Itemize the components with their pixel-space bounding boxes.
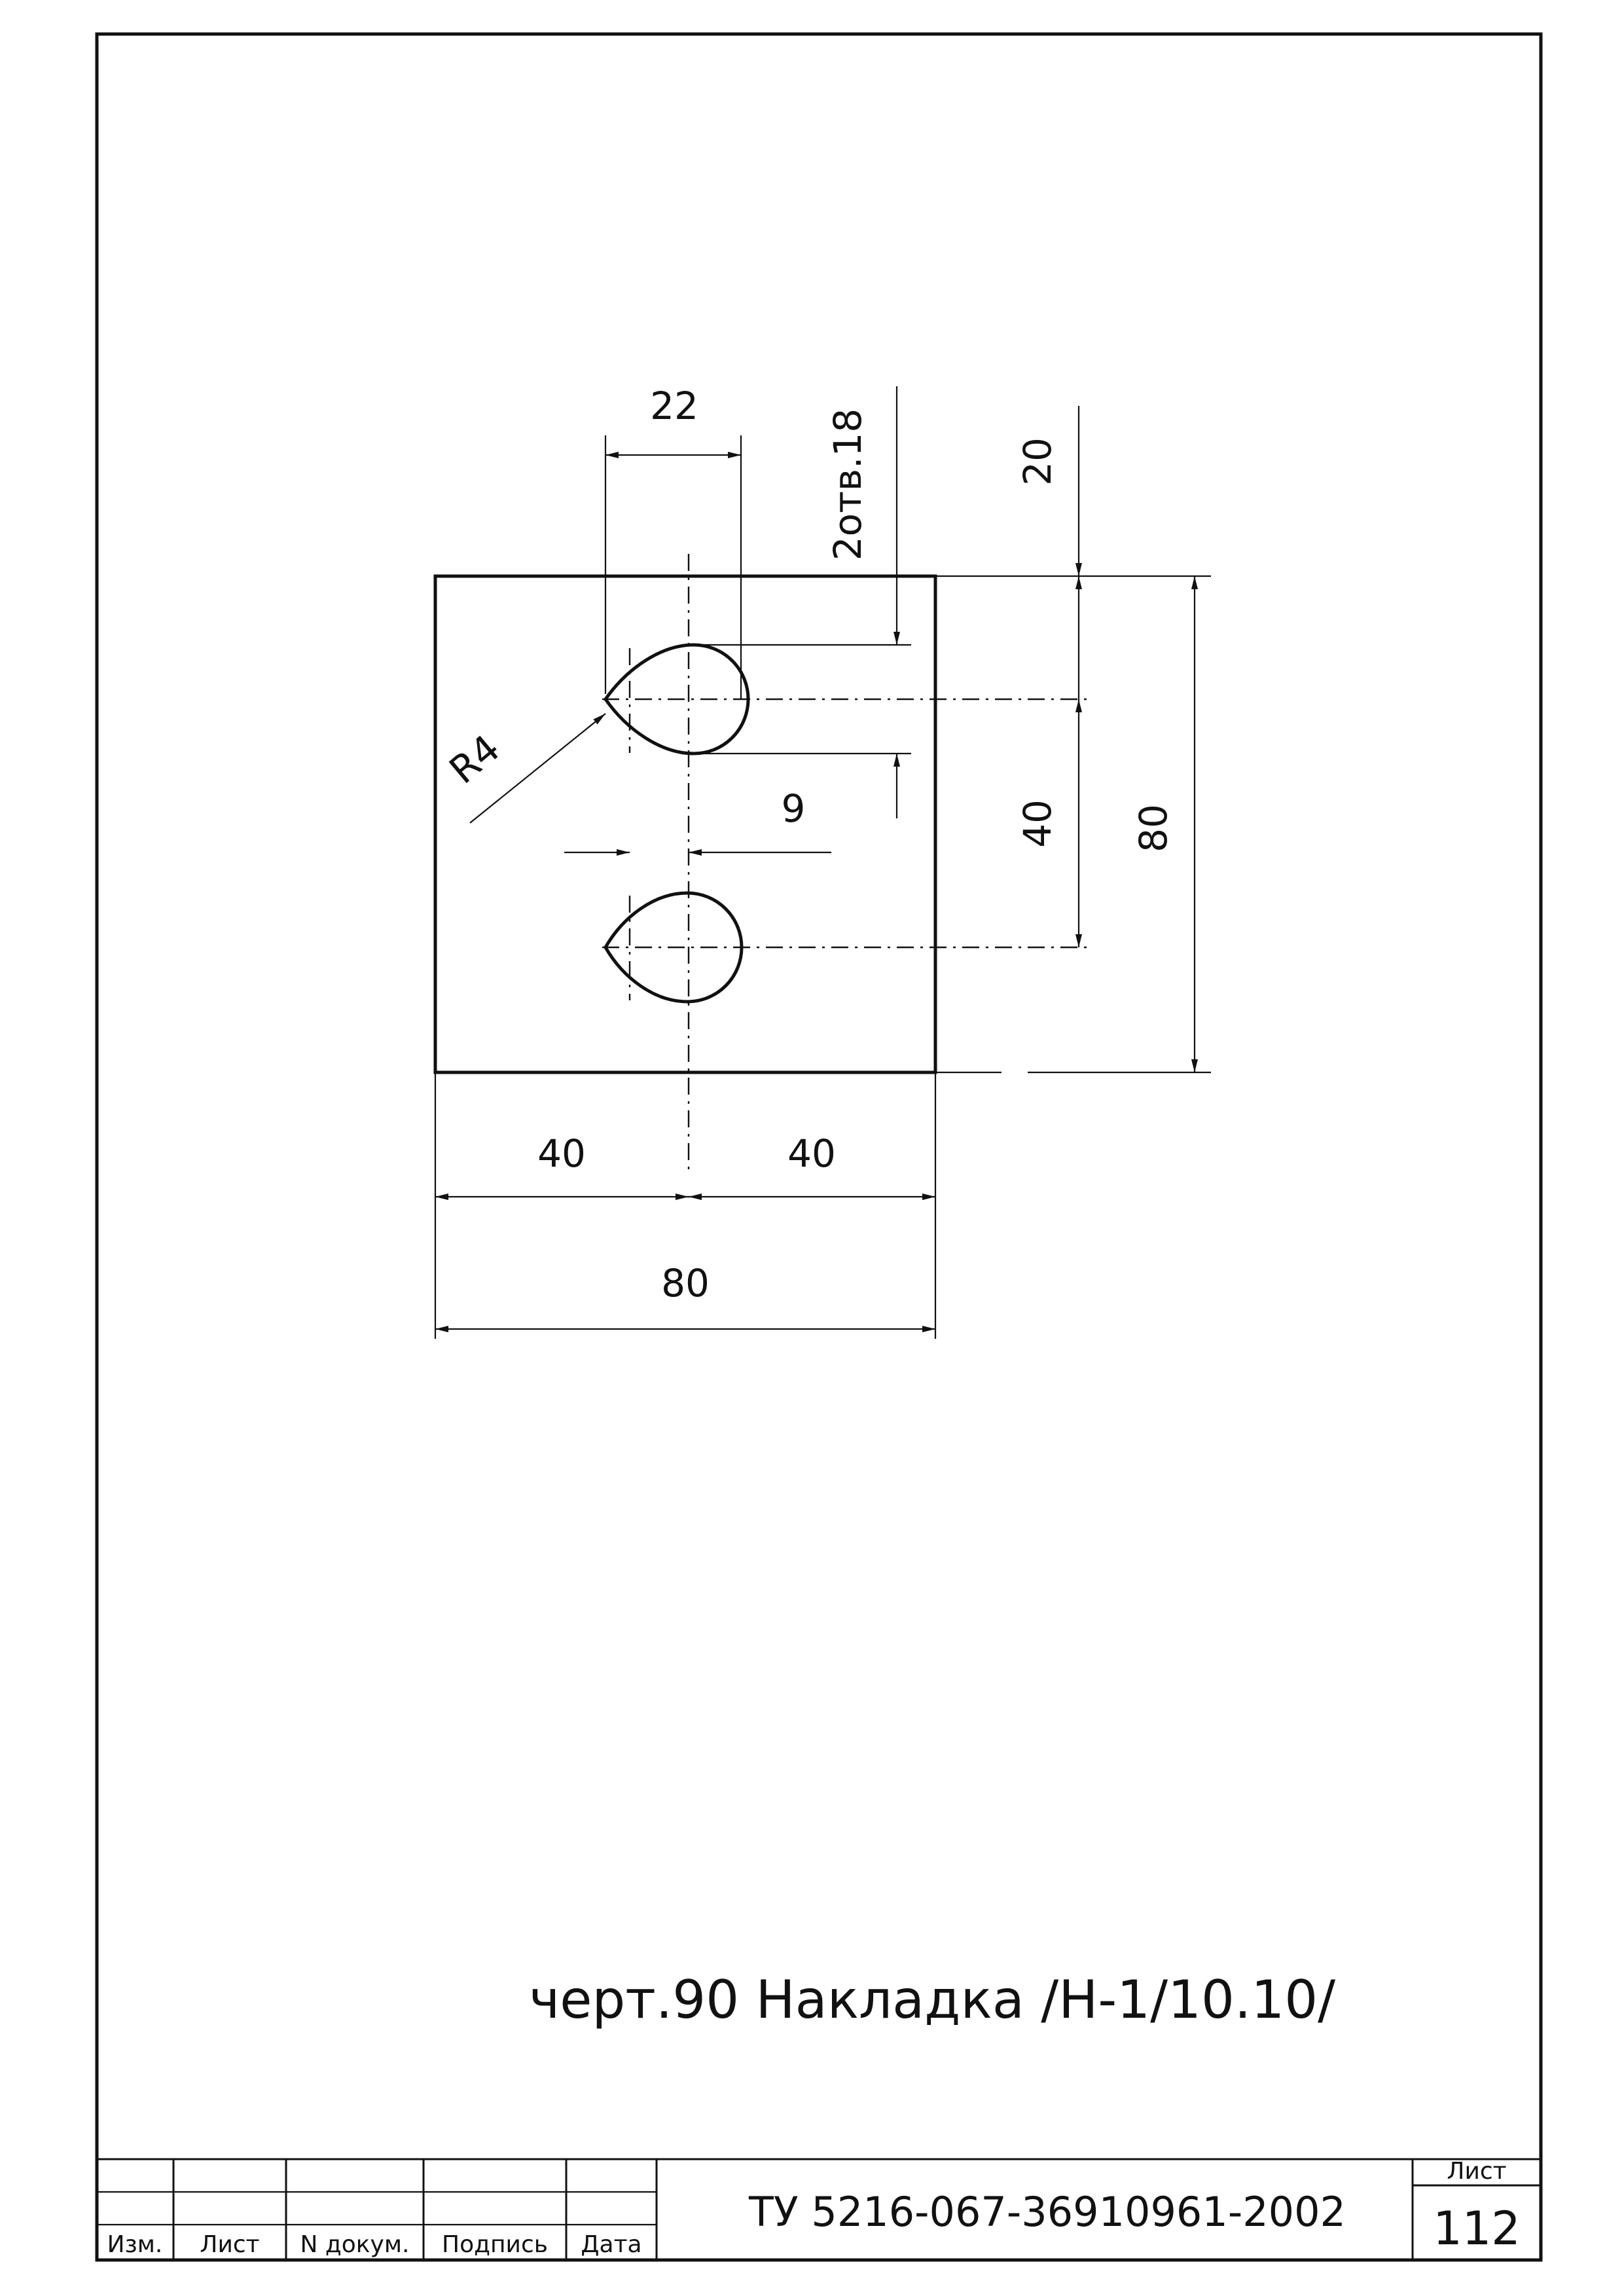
col-date: Дата	[581, 2231, 641, 2258]
document-code: ТУ 5216-067-36910961-2002	[748, 2188, 1346, 2236]
dimension-offset: 9	[564, 786, 831, 856]
lower-hole	[604, 891, 744, 1004]
sheet-label: Лист	[1447, 2158, 1506, 2185]
dim-top-offset: 20	[1015, 437, 1060, 486]
dim-slot-width: 22	[650, 384, 698, 428]
col-sheet: Лист	[200, 2231, 259, 2258]
sheet-number: 112	[1433, 2202, 1521, 2255]
dimension-hole-spacing: 40	[1015, 699, 1082, 947]
dimension-radius: R4	[441, 713, 606, 824]
drawing-caption: черт.90 Накладка /Н-1/10.10/	[529, 1969, 1335, 2030]
dim-hole-spacing: 40	[1015, 799, 1060, 848]
dim-offset: 9	[782, 786, 806, 831]
plate-outline	[433, 574, 937, 1074]
dim-width: 80	[661, 1261, 710, 1305]
dim-radius: R4	[441, 726, 509, 793]
dimension-top-offset: 20	[935, 406, 1211, 699]
col-document-number: N докум.	[300, 2231, 410, 2258]
dim-height: 80	[1131, 804, 1176, 852]
dimension-height: 80	[935, 576, 1211, 1074]
dim-holes: 2отв.18	[825, 409, 870, 561]
dim-half-left: 40	[537, 1131, 586, 1176]
dim-half-right: 40	[787, 1131, 836, 1176]
sheet-frame	[95, 32, 1543, 2262]
dimension-slot-width: 22	[604, 384, 742, 699]
col-change: Изм.	[107, 2231, 163, 2258]
col-signature: Подпись	[442, 2231, 548, 2258]
dimension-halves: 40 40	[434, 1072, 937, 1339]
dimension-hole-diameter: 2отв.18	[697, 386, 911, 818]
dimension-width: 80	[435, 1261, 935, 1332]
title-block: Изм. Лист N докум. Подпись Дата ТУ 5216-…	[97, 2158, 1541, 2260]
part-drawing	[433, 554, 1087, 1172]
